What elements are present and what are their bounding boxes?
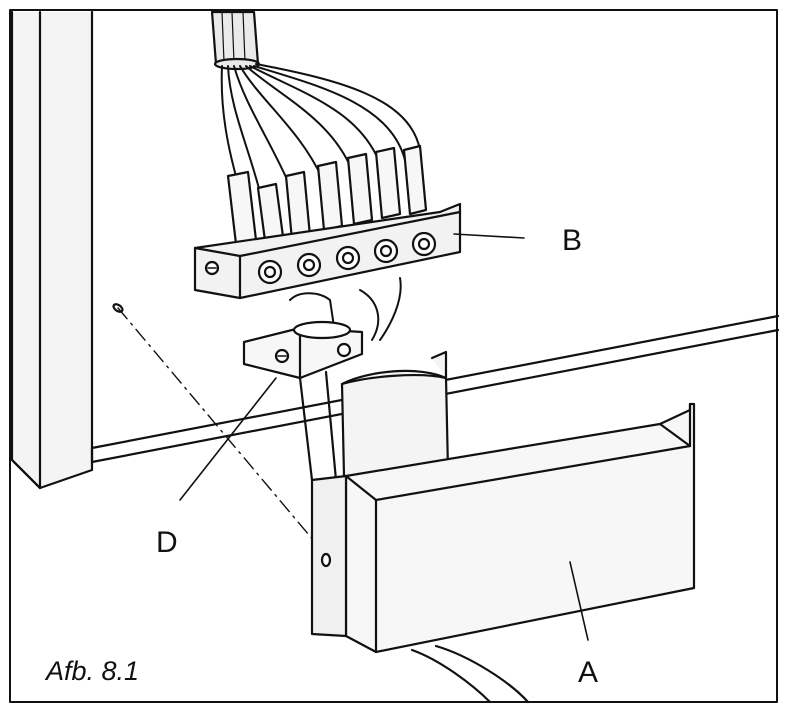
screw-hole-icon	[112, 303, 124, 313]
cable-bundle	[210, 10, 261, 71]
label-b: B	[562, 224, 582, 257]
bottom-cables	[410, 644, 530, 704]
screw-axis	[112, 303, 331, 561]
loop-wires	[289, 277, 402, 341]
supply-cable	[298, 370, 338, 482]
component-box	[344, 402, 696, 654]
mounting-bracket	[310, 474, 348, 638]
figure-caption: Afb. 8.1	[44, 656, 139, 686]
leader-lines	[179, 233, 589, 641]
label-a: A	[578, 656, 598, 689]
terminal-block	[193, 202, 462, 300]
figure-frame	[9, 9, 778, 703]
cable-clamp	[242, 320, 364, 380]
wires	[220, 63, 421, 201]
bracket-screw-icon	[320, 552, 332, 568]
left-panel	[10, 10, 94, 490]
label-d: D	[156, 526, 178, 559]
clamp-screw-icon	[336, 342, 352, 358]
